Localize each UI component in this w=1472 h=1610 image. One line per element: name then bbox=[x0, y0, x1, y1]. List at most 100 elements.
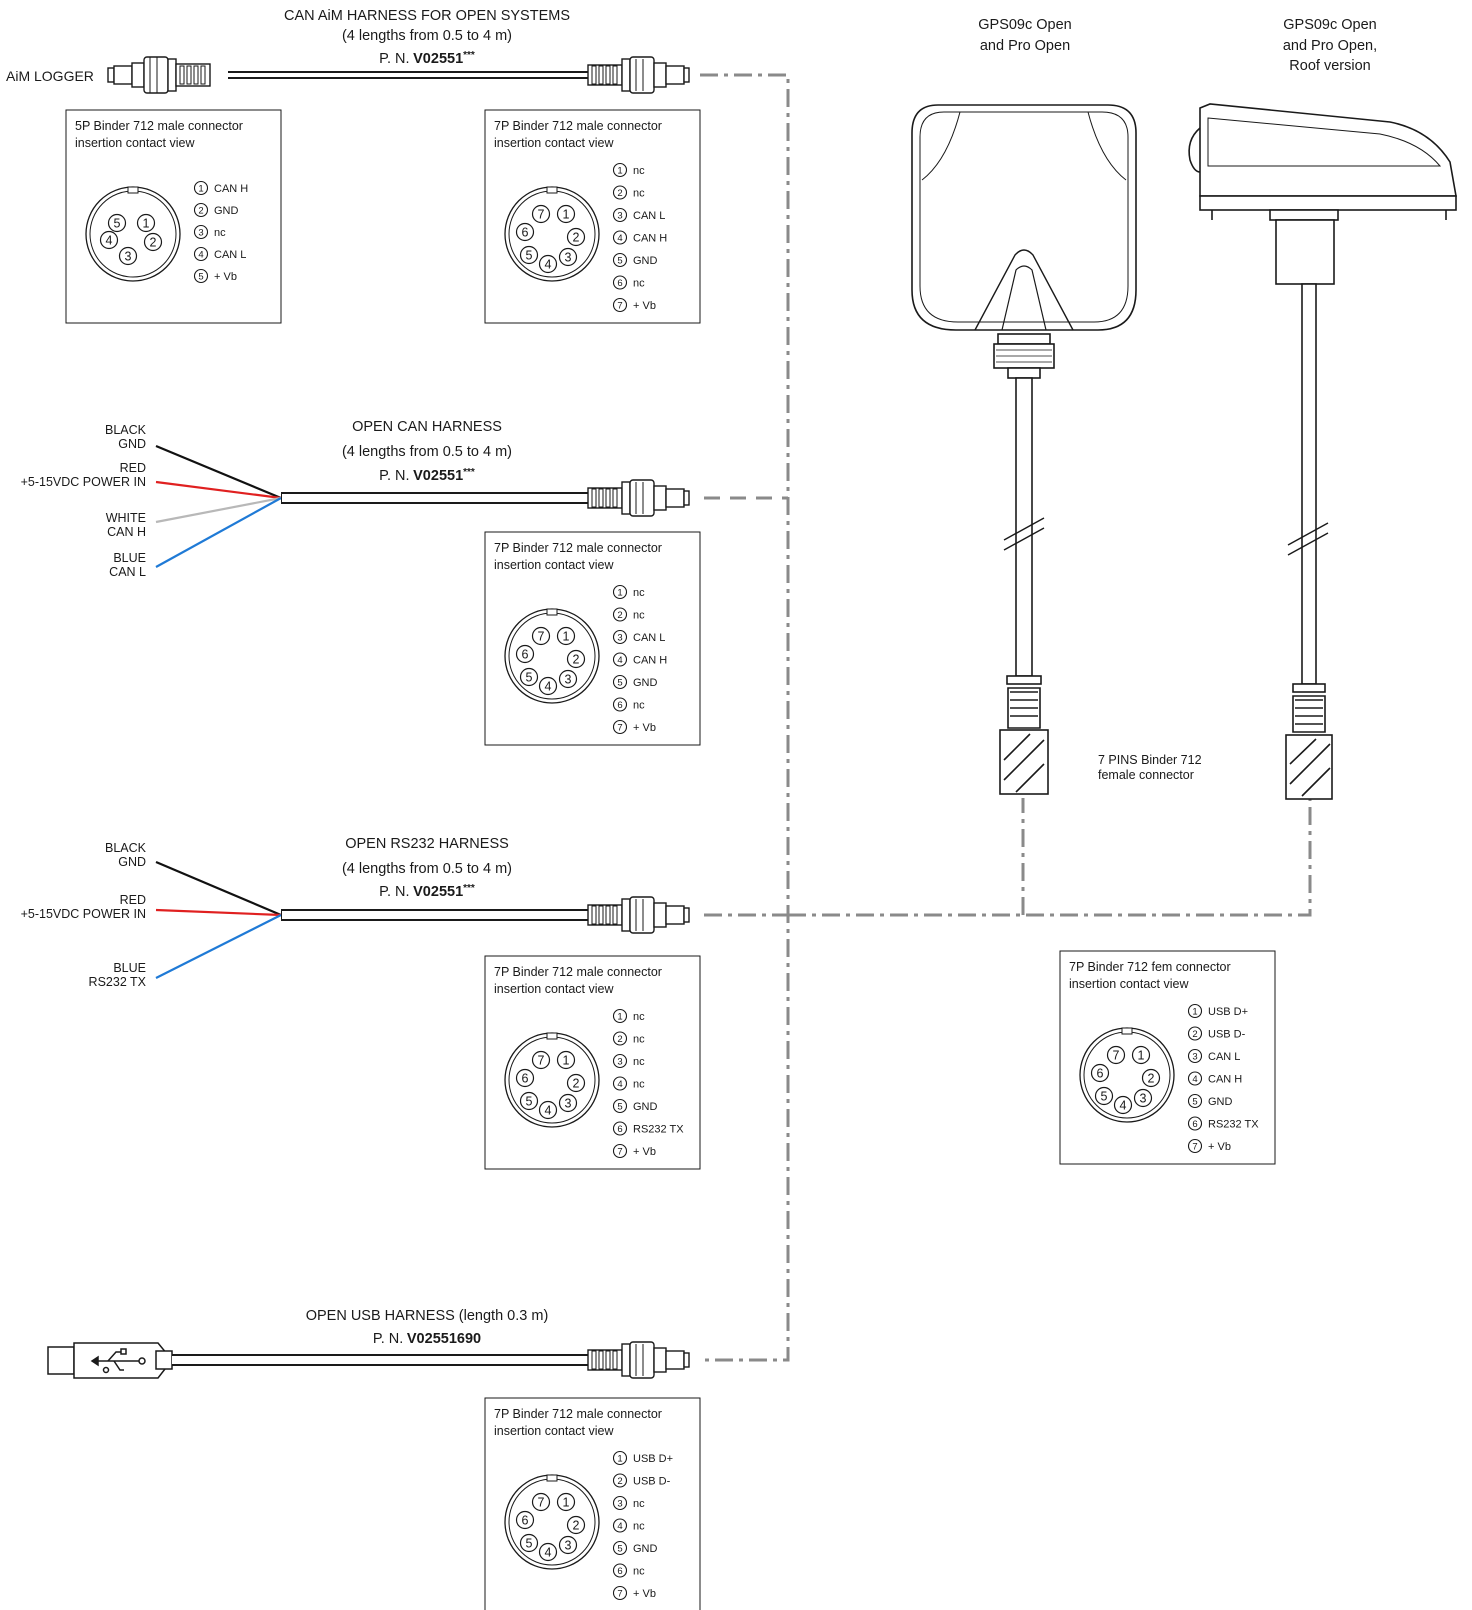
pin-legend-number: 2 bbox=[617, 1034, 622, 1045]
pin-number: 7 bbox=[538, 630, 545, 644]
pin-signal-label: nc bbox=[214, 227, 226, 239]
pin-legend-number: 2 bbox=[198, 206, 203, 217]
pin-legend-number: 7 bbox=[617, 723, 622, 734]
pin-legend-number: 6 bbox=[1192, 1119, 1197, 1130]
pin-circle bbox=[519, 1533, 539, 1553]
pin-signal-label: + Vb bbox=[214, 271, 237, 283]
pin-number: 1 bbox=[563, 630, 570, 644]
pin-legend-number: 1 bbox=[617, 1454, 622, 1465]
pin-legend-marker bbox=[612, 652, 628, 667]
harness-connector bbox=[587, 56, 690, 94]
pin-legend-number: 1 bbox=[617, 1012, 622, 1023]
harness-title: OPEN USB HARNESS (length 0.3 m) bbox=[306, 1308, 549, 1324]
pin-circle bbox=[519, 667, 539, 687]
pin-legend-number: 5 bbox=[1192, 1097, 1197, 1108]
wire-signal-label: CAN L bbox=[109, 565, 146, 579]
pin-number: 4 bbox=[545, 1546, 552, 1560]
wire-color-label: BLACK bbox=[105, 841, 147, 855]
pin-legend-marker bbox=[612, 1143, 628, 1159]
pin-legend-number: 3 bbox=[198, 228, 203, 239]
pin-legend-number: 4 bbox=[617, 1079, 622, 1090]
pinout-subtitle: insertion contact view bbox=[494, 136, 614, 150]
pin-circle bbox=[1094, 1086, 1114, 1106]
pin-number: 4 bbox=[545, 1104, 552, 1118]
harness-title: OPEN CAN HARNESS bbox=[352, 419, 502, 435]
pin-legend-marker bbox=[612, 1518, 628, 1533]
pin-circle bbox=[136, 213, 156, 233]
pin-signal-label: USB D- bbox=[633, 1476, 671, 1488]
pin-number: 4 bbox=[1120, 1099, 1127, 1113]
pinout-subtitle: insertion contact view bbox=[494, 558, 614, 572]
gps-label-line1: GPS09c Open bbox=[978, 17, 1072, 33]
pin-legend-number: 3 bbox=[1192, 1052, 1197, 1063]
pin-signal-label: GND bbox=[633, 255, 658, 267]
pin-legend-number: 4 bbox=[198, 250, 203, 261]
part-number: P. N. V02551*** bbox=[379, 467, 475, 484]
gps-roof-body bbox=[1199, 103, 1457, 197]
pin-legend-marker bbox=[612, 1121, 628, 1136]
wire-color-label: RED bbox=[120, 461, 146, 475]
pin-signal-label: nc bbox=[633, 188, 645, 200]
pin-circle bbox=[1141, 1068, 1161, 1088]
pin-legend-marker bbox=[612, 697, 628, 712]
pin-legend-marker bbox=[612, 207, 628, 223]
pin-circle bbox=[1113, 1095, 1133, 1115]
harness-subtitle: (4 lengths from 0.5 to 4 m) bbox=[342, 28, 512, 44]
pin-number: 2 bbox=[1148, 1072, 1155, 1086]
pinout-box-7p-rs232: 7P Binder 712 male connector insertion co… bbox=[484, 955, 701, 1170]
pin-circle bbox=[107, 213, 127, 233]
wire-signal-label: GND bbox=[118, 437, 146, 451]
pin-legend-number: 7 bbox=[617, 1589, 622, 1600]
pin-legend-number: 3 bbox=[617, 1499, 622, 1510]
wire-color-label: BLUE bbox=[113, 961, 146, 975]
pin-legend-marker bbox=[612, 185, 628, 200]
pin-legend-marker bbox=[193, 202, 209, 218]
pinout-title: 7P Binder 712 male connector bbox=[494, 965, 662, 979]
pin-signal-label: nc bbox=[633, 610, 645, 622]
wire-blue bbox=[155, 914, 282, 979]
pin-signal-label: GND bbox=[633, 677, 658, 689]
pin-circle bbox=[515, 1510, 535, 1530]
pin-signal-label: nc bbox=[633, 1034, 645, 1046]
pin-number: 7 bbox=[538, 1496, 545, 1510]
pin-legend-number: 1 bbox=[617, 166, 622, 177]
wire-black bbox=[155, 444, 282, 500]
pinout-title: 7P Binder 712 male connector bbox=[494, 119, 662, 133]
connection-network bbox=[700, 73, 1312, 1362]
pin-number: 4 bbox=[545, 258, 552, 272]
pin-number: 3 bbox=[565, 251, 572, 265]
pin-signal-label: nc bbox=[633, 587, 645, 599]
usb-plug bbox=[47, 1342, 173, 1379]
pin-legend-number: 7 bbox=[617, 1147, 622, 1158]
wire-signal-label: CAN H bbox=[107, 525, 146, 539]
pin-number: 5 bbox=[526, 671, 533, 685]
pin-number: 6 bbox=[522, 1072, 529, 1086]
pinout-subtitle: insertion contact view bbox=[494, 982, 614, 996]
pin-signal-label: + Vb bbox=[1208, 1141, 1231, 1153]
pin-circle bbox=[538, 1100, 558, 1120]
pin-legend-number: 5 bbox=[617, 1102, 622, 1113]
open-can-harness: OPEN CAN HARNESS (4 lengths from 0.5 to … bbox=[21, 419, 690, 579]
pin-number: 5 bbox=[526, 249, 533, 263]
pin-legend-number: 4 bbox=[617, 655, 622, 666]
pin-legend-marker bbox=[612, 607, 628, 622]
gps-label-line2: and Pro Open, bbox=[1283, 38, 1377, 54]
pinout-subtitle: insertion contact view bbox=[75, 136, 195, 150]
pin-legend-marker bbox=[612, 1473, 628, 1488]
pin-circle bbox=[118, 246, 138, 266]
pinout-title: 5P Binder 712 male connector bbox=[75, 119, 243, 133]
pin-circle bbox=[566, 649, 586, 669]
harness-connector bbox=[587, 896, 690, 934]
wire-red bbox=[155, 908, 282, 917]
pin-number: 6 bbox=[1097, 1067, 1104, 1081]
pin-circle bbox=[556, 1492, 576, 1512]
pin-legend-marker bbox=[612, 1031, 628, 1046]
pin-number: 3 bbox=[565, 673, 572, 687]
pin-signal-label: RS232 TX bbox=[633, 1124, 684, 1136]
open-usb-harness: OPEN USB HARNESS (length 0.3 m) P. N. V0… bbox=[47, 1308, 690, 1379]
pin-number: 5 bbox=[1101, 1090, 1108, 1104]
pinout-subtitle: insertion contact view bbox=[494, 1424, 614, 1438]
pin-legend-marker bbox=[612, 1585, 628, 1601]
pin-number: 3 bbox=[1140, 1092, 1147, 1106]
